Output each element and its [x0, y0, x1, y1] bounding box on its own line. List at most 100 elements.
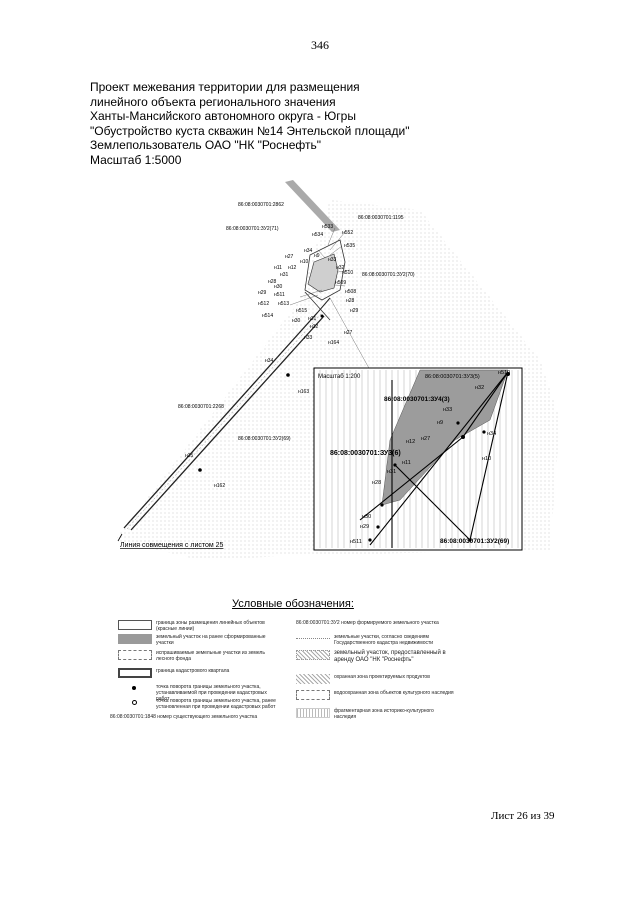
- point-n533: н533: [322, 224, 333, 230]
- inset-point-n12: н12: [406, 439, 415, 445]
- point-n28-b: н28: [346, 298, 355, 304]
- label-parcel-1195: 86:08:0030701:1195: [358, 215, 404, 221]
- legend-item-state-cadastre: земельные участки, согласно сведениям Го…: [296, 634, 454, 646]
- inset-map: Масштаб 1:200 86:08:0030701:ЗУ3(5) 86:08…: [313, 367, 523, 551]
- legend-text-rent: земельный участок, предоставленный в аре…: [334, 650, 446, 663]
- legend-title: Условные обозначения:: [232, 598, 354, 610]
- legend-symbol-turn-point-prev: [118, 698, 152, 706]
- inset-turn-points: [368, 372, 510, 542]
- point-n34: н34: [304, 248, 313, 254]
- legend-item-formed-parcel: земельный участок на ранее сформированны…: [118, 634, 276, 646]
- point-n27-b: н27: [344, 330, 353, 336]
- legend-text-pipeline-zone: охранная зона проектируемых продуктов: [334, 674, 430, 680]
- inset-point-n32: н32: [475, 385, 484, 391]
- point-n30-b: н30: [292, 318, 301, 324]
- legend-text-turn-point: точка поворота границы земельного участк…: [156, 684, 267, 702]
- legend-text-state-cadastre: земельные участки, согласно сведениям Го…: [334, 634, 434, 646]
- survey-map: 86:08:0030701:2862 86:08:0030701:1195 86…: [115, 180, 560, 560]
- point-n31: н31: [280, 272, 289, 278]
- inset-point-n11: н11: [402, 460, 411, 466]
- header-line-5: Землепользователь ОАО "НК "Роснефть": [90, 138, 321, 152]
- page-number: 346: [311, 38, 329, 52]
- legend-item-pipeline-zone: охранная зона проектируемых продуктов: [296, 674, 454, 684]
- point-n28: н28: [268, 279, 277, 285]
- inset-point-n29: н29: [360, 524, 369, 530]
- legend-item-formed-number: 86:08:0030701:ЗУ2 номер формируемого зем…: [296, 620, 466, 626]
- point-n30: н30: [274, 284, 283, 290]
- point-n11: н11: [274, 265, 282, 271]
- header-line-2: линейного объекта регионального значения: [90, 94, 336, 109]
- legend-text-heritage2: фрагментарная зона историко-культурного …: [334, 708, 434, 720]
- legend-symbol-heritage1: [296, 690, 330, 700]
- point-n511: н511: [274, 292, 285, 298]
- legend-symbol-rent: [296, 650, 330, 660]
- legend-item-rent: земельный участок, предоставленный в аре…: [296, 650, 454, 664]
- legend-symbol-pipeline-zone: [296, 674, 330, 684]
- inset-scale: Масштаб 1:200: [318, 374, 361, 380]
- pipeline-corridor: [123, 297, 331, 531]
- road-gray-band: [285, 180, 340, 232]
- legend-symbol-forest-fund: [118, 650, 152, 660]
- legend-item-forest-fund: испрашиваемые земельные участки из земел…: [118, 650, 276, 662]
- legend-text-formed-number: 86:08:0030701:ЗУ2 номер формируемого зем…: [296, 620, 439, 626]
- document-header: Проект межевания территории для размещен…: [90, 80, 409, 167]
- leader-lines: [289, 227, 371, 371]
- inset-gray-parcel: [381, 369, 509, 506]
- inset-point-n34: н34: [487, 431, 496, 437]
- point-n31-b: н31: [308, 316, 317, 322]
- legend-symbol-turn-point: [118, 684, 152, 692]
- point-n509: н509: [335, 280, 346, 286]
- inset-point-n33: н33: [443, 407, 452, 413]
- legend-text-existing-number: 86:08:0030701:1848 номер существующего з…: [110, 714, 258, 720]
- point-n33-b: н33: [304, 335, 313, 341]
- legend-symbol-formed-parcel: [118, 634, 152, 644]
- point-n29-b: н29: [350, 308, 359, 314]
- legend-symbol-cadastral-quarter: [118, 668, 152, 678]
- inset-point-n9: н9: [437, 420, 443, 426]
- point-n164: н164: [328, 340, 339, 346]
- inset-point-n510: н510: [498, 370, 510, 376]
- legend-item-heritage1: водоохранная зона объектов культурного н…: [296, 690, 454, 700]
- legend-symbol-heritage2: [296, 708, 330, 718]
- inset-label-zu4-3: 86:08:0030701:ЗУ4(3): [384, 396, 450, 403]
- point-n515: н515: [296, 308, 307, 314]
- legend-text-formed-parcel: земельный участок на ранее сформированны…: [156, 634, 266, 646]
- legend-item-turn-point: точка поворота границы земельного участк…: [118, 684, 276, 702]
- header-line-6: Масштаб 1:5000: [90, 152, 182, 167]
- legend-text-forest-fund: испрашиваемые земельные участки из земел…: [156, 650, 265, 662]
- header-line-3: Ханты-Мансийского автономного округа - Ю…: [90, 109, 356, 123]
- point-n508: н508: [345, 289, 356, 295]
- point-n163: н163: [298, 389, 309, 395]
- point-n552: н552: [342, 230, 353, 236]
- well-pad-cluster: [304, 239, 346, 321]
- point-n162: н162: [214, 483, 225, 489]
- legend-item-existing-number: 86:08:0030701:1848 номер существующего з…: [110, 714, 310, 720]
- label-parcel-2268: 86:08:0030701:2268: [178, 404, 224, 410]
- point-n535: н535: [344, 243, 355, 249]
- legend-text-turn-point-prev: точка поворота границы земельного участк…: [156, 698, 276, 710]
- legend-text-cadastral-quarter: граница кадастрового квартала: [156, 668, 230, 674]
- legend-symbol-red-lines: [118, 620, 152, 630]
- inset-point-n31: н31: [387, 469, 396, 475]
- point-n34-b: н34: [265, 358, 274, 364]
- legend-text-red-lines: граница зоны размещения линейных объекто…: [156, 620, 265, 632]
- header-line-4: "Обустройство куста скважин №14 Энтельск…: [90, 123, 410, 138]
- inset-point-n30: н30: [362, 514, 371, 520]
- inset-label-zu2-69: 86:08:0030701:ЗУ2(69): [440, 538, 509, 545]
- legend-item-turn-point-prev: точка поворота границы земельного участк…: [118, 698, 276, 710]
- label-zu2-69: 86:08:0030701:ЗУ2(69): [238, 436, 291, 442]
- point-n512: н512: [258, 301, 269, 307]
- inset-hatching: [319, 370, 519, 548]
- point-n32: н32: [336, 265, 345, 271]
- point-n514: н514: [262, 313, 273, 319]
- point-n534: н534: [312, 232, 323, 238]
- point-n32-b: н32: [310, 324, 319, 330]
- point-n27: н27: [285, 254, 294, 260]
- inset-point-n27: н27: [421, 436, 430, 442]
- legend-item-heritage2: фрагментарная зона историко-культурного …: [296, 708, 454, 720]
- sheet-number: Лист 26 из 39: [491, 810, 555, 822]
- inset-point-n28: н28: [372, 480, 381, 486]
- inset-label-zu3-5: 86:08:0030701:ЗУ3(5): [425, 374, 480, 380]
- point-n510: н510: [342, 270, 353, 276]
- legend-item-red-lines: граница зоны размещения линейных объекто…: [118, 620, 276, 632]
